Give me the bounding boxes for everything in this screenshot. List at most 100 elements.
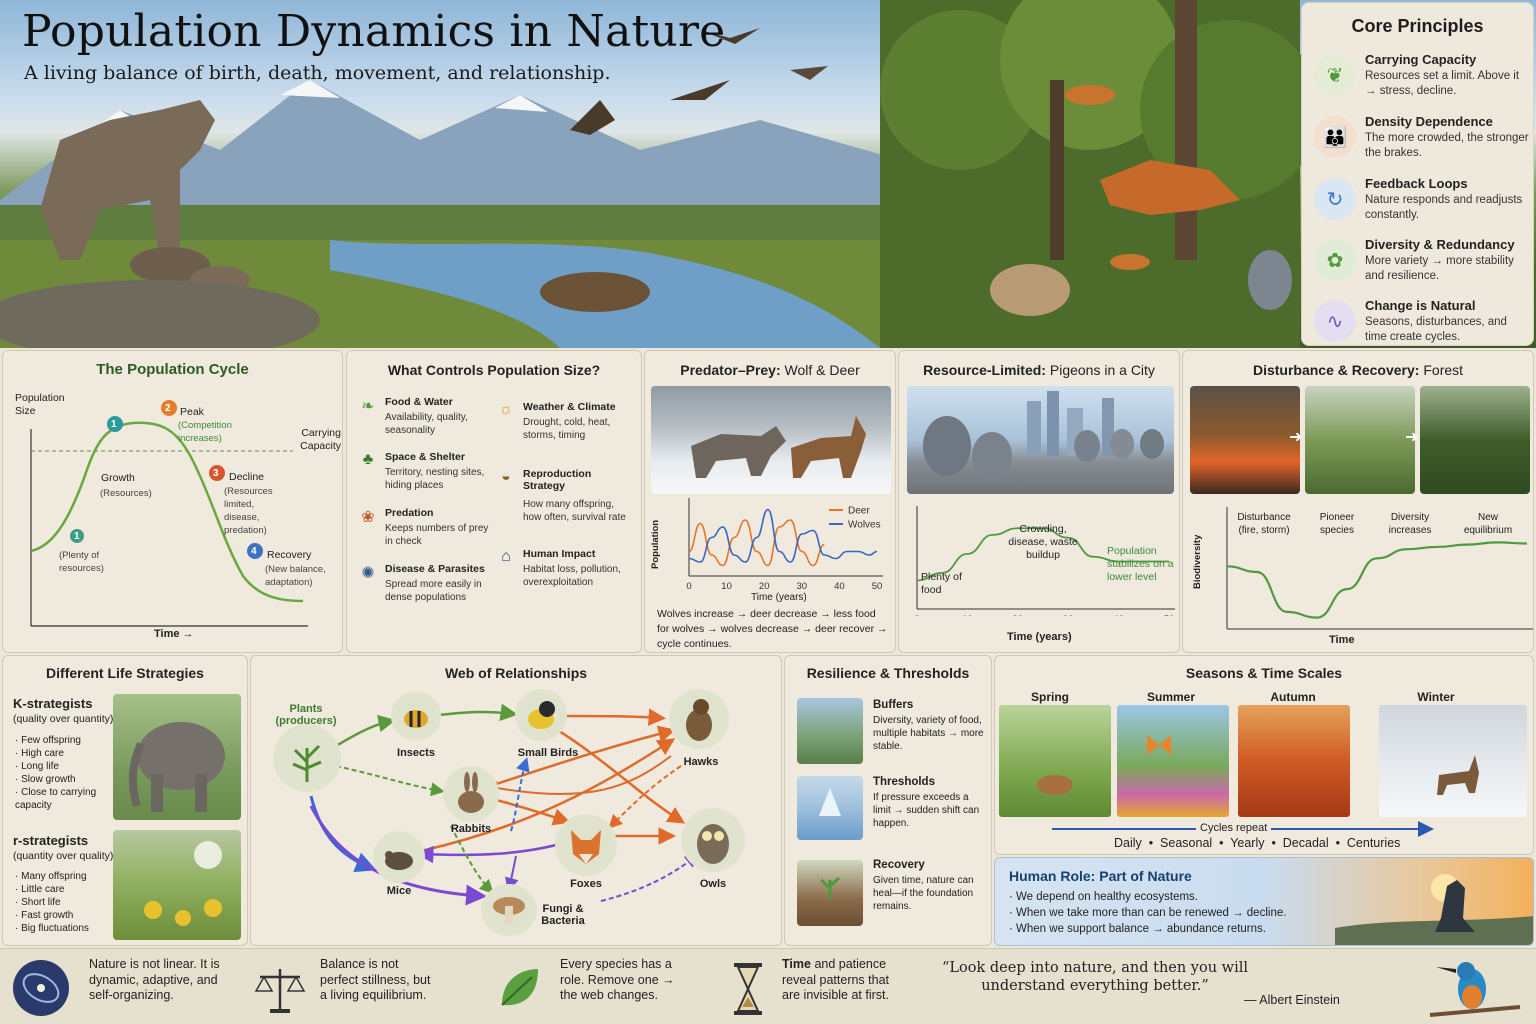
principle-density-dependence: 👪 Density Dependence The more crowded, t…: [1314, 114, 1529, 172]
hawk-icon: [686, 699, 712, 741]
principle-title: Diversity & Redundancy: [1365, 237, 1515, 252]
pigeons-photo: [907, 386, 1174, 494]
pigeons-title: Resource-Limited: Pigeons in a City: [899, 362, 1179, 378]
kingfisher-illustration: [1429, 962, 1521, 1017]
stage-2-number: 2: [165, 403, 171, 414]
web-panel: Web of Relationships Plants (producers) …: [250, 655, 782, 946]
k-sub: (quality over quantity): [13, 713, 114, 725]
title-rest: Wolf & Deer: [784, 362, 860, 378]
x-tick-label: 50: [1164, 614, 1175, 616]
owls-node: [681, 808, 745, 872]
series-line-1: [688, 508, 878, 563]
bird-icon: [528, 701, 555, 729]
owls-label: Owls: [699, 878, 727, 890]
recovery-title: Recovery: [873, 859, 925, 871]
x-tick-label: 0: [686, 581, 691, 592]
plenty-label: Plenty of food: [921, 571, 962, 596]
stage-3-title: Decline: [229, 471, 265, 483]
stage-2-text: (Competition increases): [178, 420, 232, 444]
principle-text: The more crowded, the stronger the brake…: [1365, 132, 1529, 159]
x-tick-label: 10: [721, 581, 732, 592]
control-title: Space & Shelter: [385, 451, 465, 463]
pp-y-label: Population: [650, 519, 661, 569]
x-tick-label: 30: [1063, 614, 1074, 616]
people-icon: 👪: [1314, 116, 1356, 158]
stage-1-number: 1: [74, 531, 80, 542]
virus-icon: ✺: [361, 565, 375, 582]
r-title: r-strategists: [13, 833, 89, 848]
hero-banner: Population Dynamics in Nature A living b…: [0, 0, 1536, 348]
principle-text: Seasons, disturbances, and time create c…: [1365, 316, 1507, 343]
buffers-text: Diversity, variety of food, multiple hab…: [873, 715, 984, 752]
control-title: Reproduction Strategy: [523, 468, 592, 492]
autumn-photo: [1238, 705, 1350, 817]
mushroom-icon: [493, 897, 525, 924]
arrow-right-icon: ➜: [1405, 429, 1419, 446]
x-tick-label: 20: [1013, 614, 1024, 616]
title-bold: Disturbance & Recovery:: [1252, 362, 1420, 378]
human-role-item: · When we support balance → abundance re…: [1009, 923, 1266, 935]
controls-title: What Controls Population Size?: [387, 362, 601, 378]
stage-4-text: (New balance, adaptation): [265, 564, 326, 588]
time-bold: Time: [782, 957, 811, 971]
x-tick-label: 20: [759, 581, 770, 592]
stage-3-number: 3: [213, 468, 219, 479]
rabbits-label: Rabbits: [450, 823, 492, 835]
spring-photo: [999, 705, 1111, 817]
life-strategies-title: Different Life Strategies: [46, 665, 204, 681]
footer: Nature is not linear. It is dynamic, ada…: [0, 948, 1536, 1024]
x-tick-label: 40: [834, 581, 845, 592]
cycles-label: Cycles repeat: [1196, 822, 1272, 835]
top-marker-number: 1: [111, 419, 117, 430]
y-axis-label: Population Size: [15, 392, 65, 417]
human-role-item: · We depend on healthy ecosystems.: [1009, 891, 1199, 903]
page-title: Population Dynamics in Nature: [22, 6, 726, 57]
control-text: Spread more easily in dense populations: [385, 579, 482, 603]
mature-forest-photo: [1420, 386, 1530, 494]
dist-x-label: Time: [1329, 634, 1355, 646]
page-subtitle: A living balance of birth, death, moveme…: [24, 62, 611, 84]
owl-icon: [697, 824, 729, 864]
control-title: Food & Water: [385, 396, 453, 408]
season-label-spring: Spring: [1031, 690, 1069, 704]
x-axis-label: Time →: [154, 628, 194, 640]
k-item-text: High care: [21, 748, 64, 759]
life-strategies-panel: Different Life Strategies K-strategists …: [2, 655, 248, 946]
web-arrows: [309, 703, 700, 906]
foxes-node: [555, 814, 617, 876]
population-cycle-panel: The Population Cycle Population Size Car…: [2, 350, 343, 653]
arrow-right-icon: ➜: [1289, 429, 1303, 446]
k-item: · Slow growth: [15, 774, 76, 785]
season-label-autumn: Autumn: [1270, 690, 1316, 704]
footer-balance-text: Balance is not perfect stillness, but a …: [320, 957, 431, 1002]
mice-label: Mice: [386, 885, 412, 897]
control-text: How many offspring, how often, survival …: [523, 499, 626, 523]
principle-feedback-loops: ↻ Feedback Loops Nature responds and rea…: [1314, 176, 1529, 234]
sprout-icon: ❦: [1314, 54, 1356, 96]
sunset-illustration: [1335, 874, 1533, 945]
x-tick-label: 50: [872, 581, 883, 592]
k-item: · Close to carrying capacity: [15, 787, 97, 811]
sun-snow-icon: ☼: [498, 401, 514, 418]
elephant-illustration: [128, 722, 225, 812]
principle-diversity: ✿ Diversity & Redundancy More variety → …: [1314, 237, 1529, 295]
time-text: and patience reveal patterns that are in…: [782, 957, 890, 1002]
fungi-label: Fungi & Bacteria: [541, 903, 585, 927]
dist-stage-3: Diversity increases: [1388, 512, 1432, 536]
cycle-icon: ↻: [1314, 178, 1356, 220]
series-line-0: [688, 519, 825, 567]
mice-node: [373, 831, 425, 883]
resilience-title: Resilience & Thresholds: [806, 665, 970, 681]
summer-photo: [1117, 705, 1229, 817]
principle-title: Change is Natural: [1365, 298, 1476, 313]
r-item-text: Many offspring: [21, 871, 87, 882]
thresholds-photo: [797, 776, 863, 840]
leaf-icon: ❧: [361, 398, 375, 415]
small-birds-label: Small Birds: [517, 747, 579, 759]
human-role-list: · We depend on healthy ecosystems. · Whe…: [1009, 889, 1286, 937]
wave-icon: ∿: [1314, 300, 1356, 342]
control-title: Disease & Parasites: [385, 563, 485, 575]
r-item: · Big fluctuations: [15, 923, 89, 934]
population-cycle-title: The Population Cycle: [96, 361, 249, 378]
x-tick-label: 30: [797, 581, 808, 592]
